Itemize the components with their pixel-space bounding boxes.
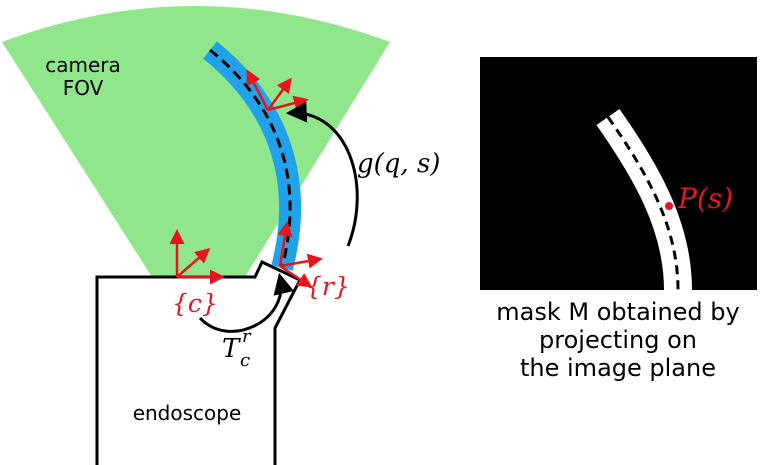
frame-r-axes bbox=[277, 221, 323, 288]
frame-r-label: {r} bbox=[306, 272, 350, 301]
caption-line2: projecting on bbox=[539, 326, 697, 354]
caption-line3: the image plane bbox=[520, 354, 716, 382]
tc-transform-arrow bbox=[198, 272, 295, 333]
tool-centerline bbox=[209, 48, 292, 269]
projected-point bbox=[665, 202, 673, 210]
camera-fov-region bbox=[2, 6, 390, 277]
tc-sub: c bbox=[240, 350, 250, 371]
frame-c-label: {c} bbox=[172, 289, 218, 318]
endoscope-outline bbox=[95, 259, 303, 465]
mask-image bbox=[480, 57, 757, 290]
caption-line1: mask M obtained by bbox=[496, 298, 739, 326]
left-panel: camera FOV endoscope {c} {r} g(q, s) T c… bbox=[2, 6, 440, 465]
frame-c-axes bbox=[169, 229, 225, 285]
fov-label-line1: camera bbox=[45, 53, 121, 77]
endoscope-label: endoscope bbox=[133, 401, 242, 425]
tc-transform-label: T c r bbox=[222, 326, 252, 371]
g-transform-label: g(q, s) bbox=[357, 149, 440, 179]
tc-sup: r bbox=[242, 326, 252, 347]
g-transform-arrow bbox=[285, 101, 359, 247]
tc-base: T bbox=[222, 334, 241, 364]
right-panel: P(s) mask M obtained by projecting on th… bbox=[480, 57, 757, 382]
projected-point-label: P(s) bbox=[677, 182, 733, 215]
fov-label-line2: FOV bbox=[63, 76, 104, 100]
mask-centerline bbox=[606, 116, 680, 291]
